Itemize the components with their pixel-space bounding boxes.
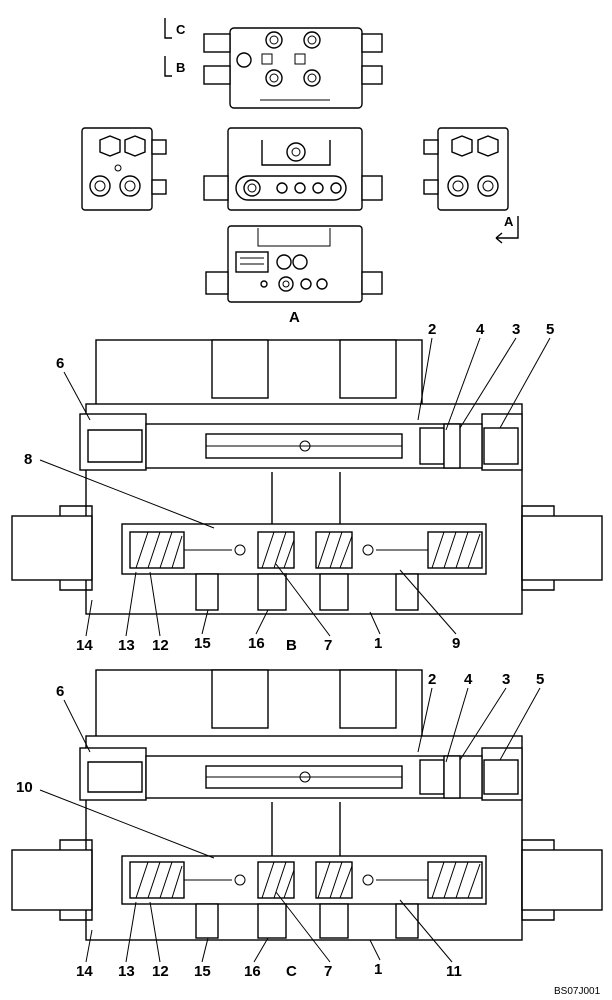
section-b-label: B [176,60,185,75]
section-b-callouts: 2 4 3 5 6 8 14 13 12 15 16 B 7 1 9 [24,321,554,654]
callout-2: 2 [428,321,436,338]
section-mark-b: B [164,56,185,77]
view-a: A [205,225,383,326]
section-a-label: A [504,214,514,229]
callout-c-2: 2 [428,671,436,688]
callout-12: 12 [152,637,169,654]
callout-c-1: 1 [374,961,382,978]
ports-bottom-c [195,802,419,939]
upper-spool-c [87,755,519,799]
section-b: 2 4 3 5 6 8 14 13 12 15 16 B 7 1 9 [11,321,603,654]
spring-right-inner [315,531,353,569]
drawing-code: BS07J001 [554,986,601,997]
section-c-callouts: 2 4 3 5 6 10 14 13 12 15 16 C 7 1 11 [16,671,544,980]
callout-16: 16 [248,635,265,652]
left-side-view [81,127,167,211]
right-side-view: A [423,127,519,244]
section-mark-a: A [495,214,519,244]
ports-bottom [195,472,419,611]
callout-4: 4 [476,321,485,338]
section-label-b: B [286,637,297,654]
lower-poppets-c [121,855,487,905]
spring-left-inner [257,531,295,569]
callout-c-5: 5 [536,671,544,688]
callout-5: 5 [546,321,554,338]
callout-c-3: 3 [502,671,510,688]
callout-c-13: 13 [118,963,135,980]
callout-c-16: 16 [244,963,261,980]
callout-9: 9 [452,635,460,652]
callout-c-15: 15 [194,963,211,980]
callout-7: 7 [324,637,332,654]
callout-c-14: 14 [76,963,93,980]
section-mark-c: C [164,18,186,39]
lower-poppets [121,523,487,575]
callout-8: 8 [24,451,32,468]
top-view: C B [164,18,383,109]
callout-c-6: 6 [56,683,64,700]
callout-1: 1 [374,635,382,652]
callout-c-4: 4 [464,671,473,688]
callout-c-12: 12 [152,963,169,980]
callout-c-10: 10 [16,779,33,796]
spring-c-right-inner [315,861,353,899]
section-c-label: C [176,22,186,37]
callout-3: 3 [512,321,520,338]
front-view [203,127,383,211]
callout-13: 13 [118,637,135,654]
callout-c-7: 7 [324,963,332,980]
view-a-caption: A [289,309,300,326]
section-c: 2 4 3 5 6 10 14 13 12 15 16 C 7 1 11 [11,669,603,980]
callout-c-11: 11 [446,963,462,980]
callout-6: 6 [56,355,64,372]
upper-spool [87,423,519,469]
callout-14: 14 [76,637,93,654]
callout-15: 15 [194,635,211,652]
section-label-c: C [286,963,297,980]
